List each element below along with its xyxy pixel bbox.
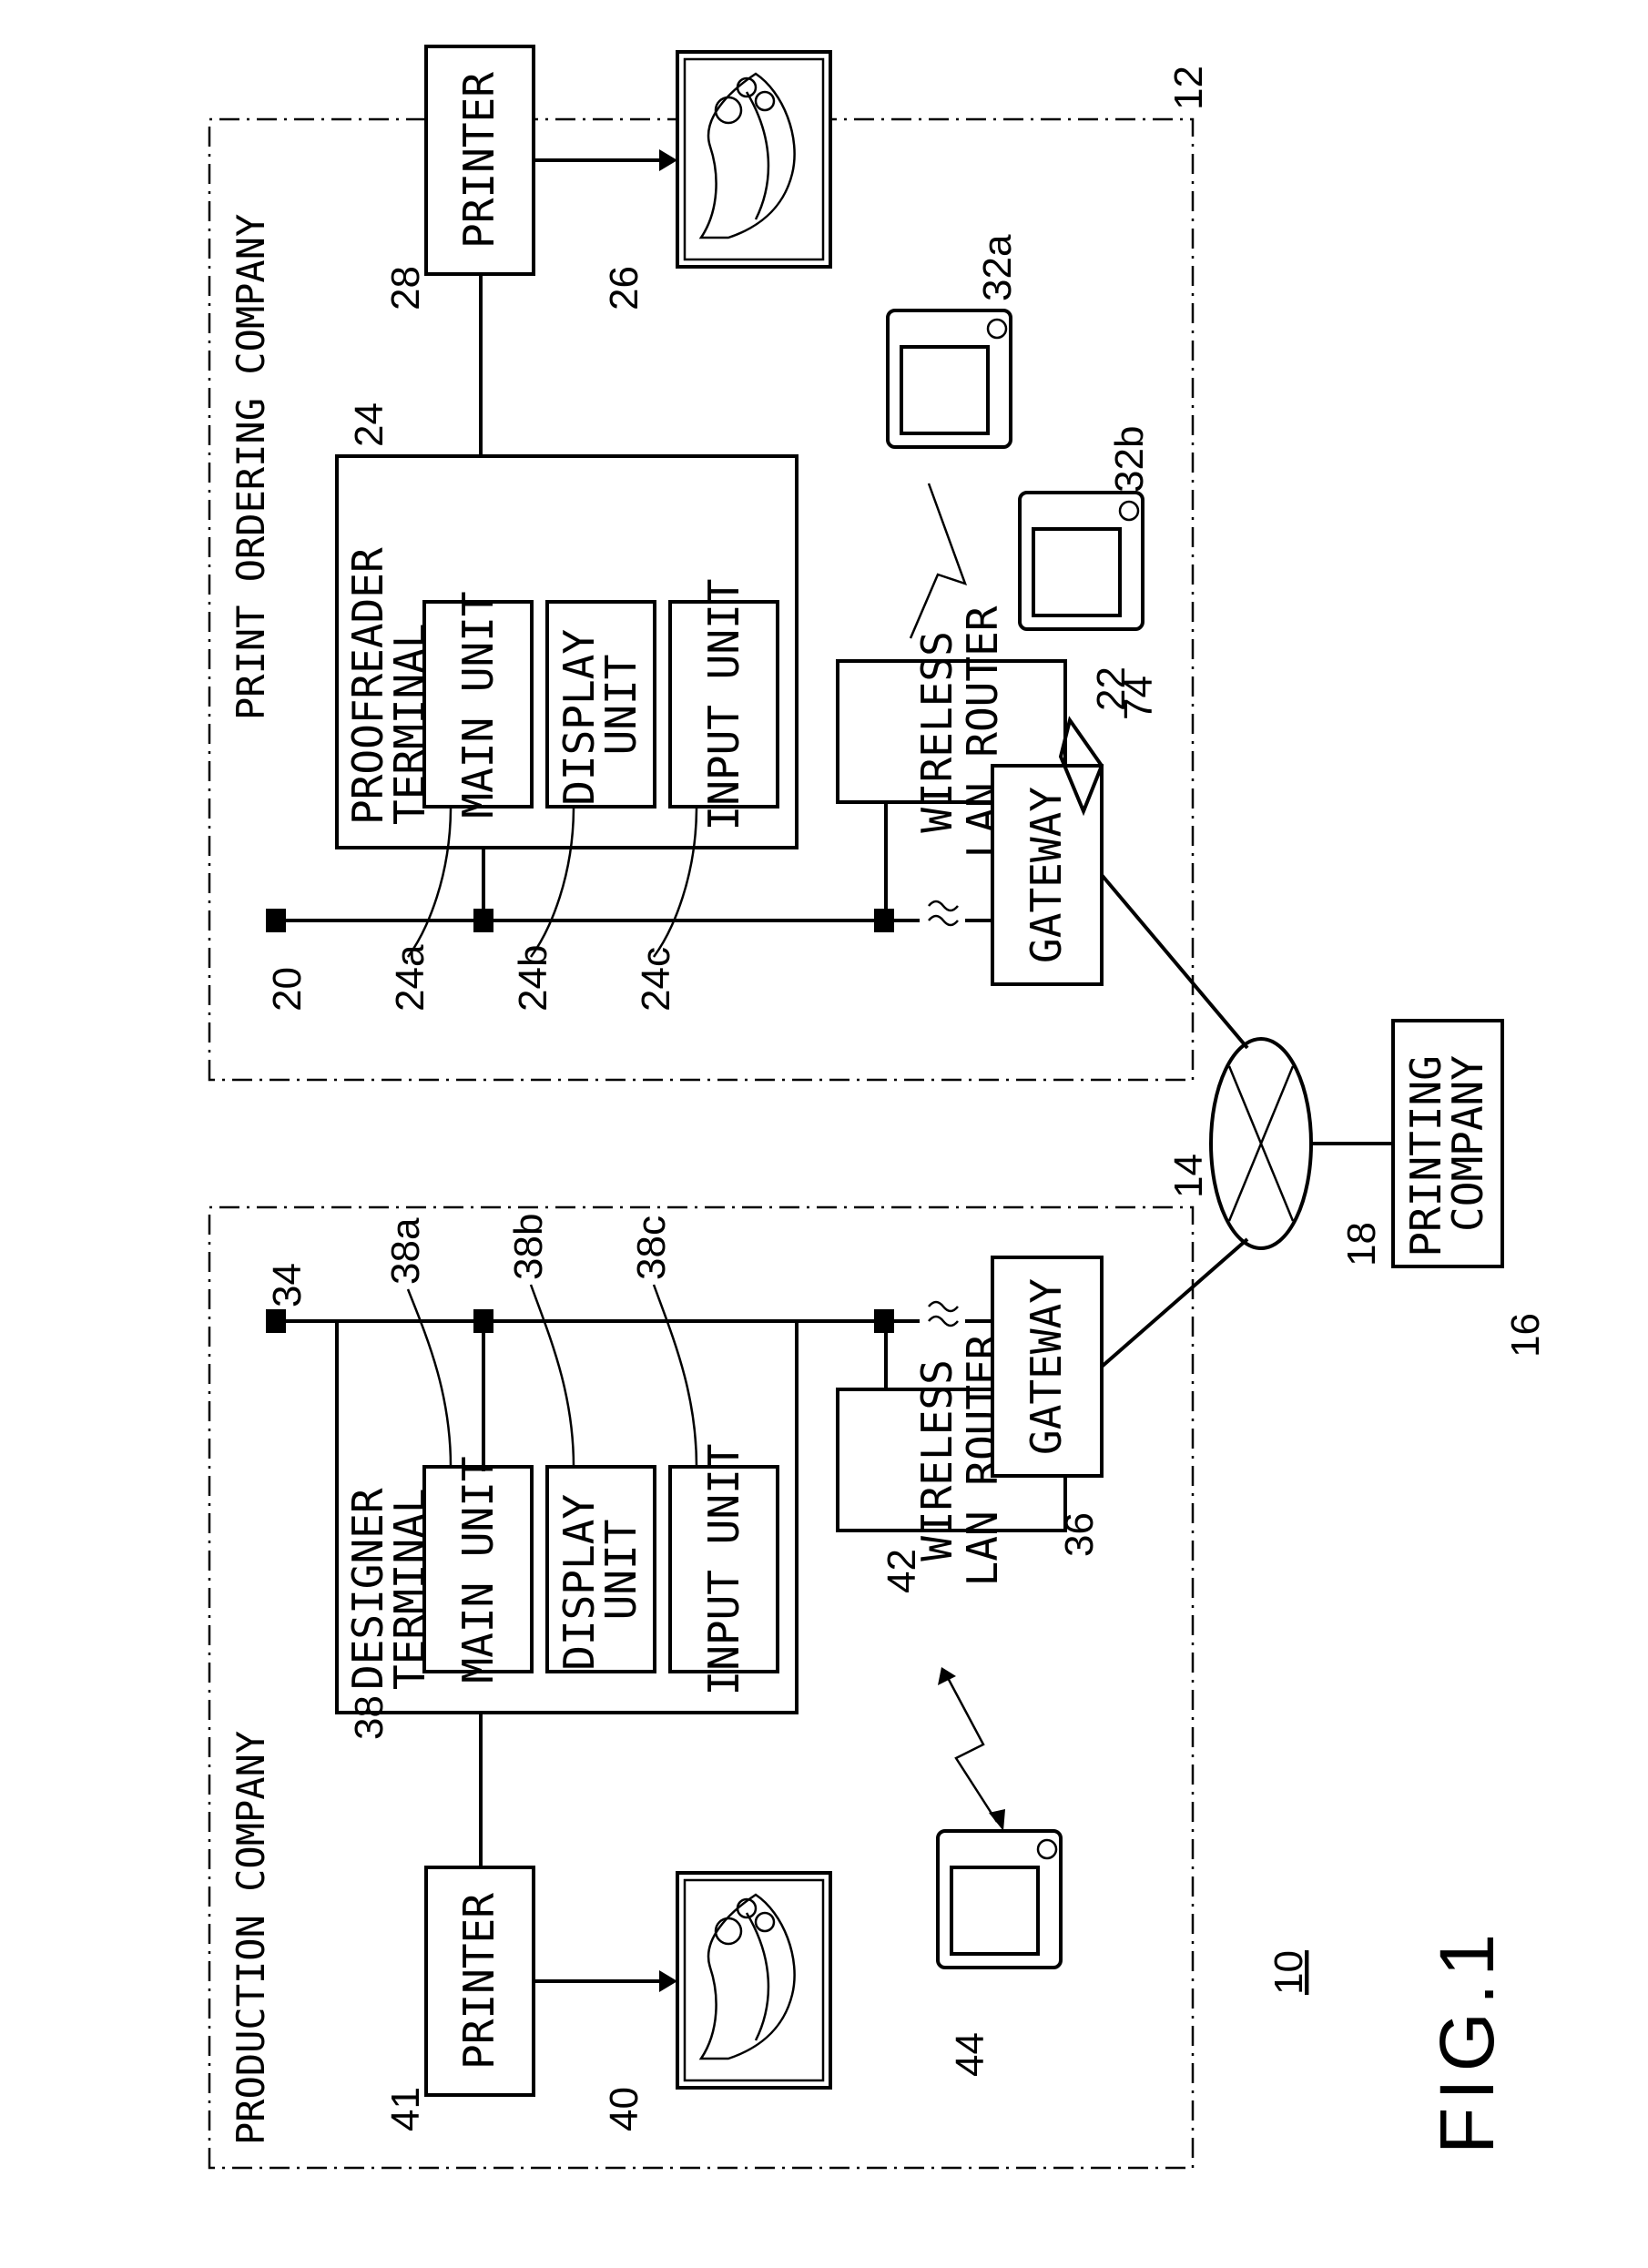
designer-main-unit-ref: 38a [383, 1217, 428, 1285]
designer-terminal-ref: 38 [347, 1695, 392, 1740]
proofreader-main-unit-label: MAIN UNIT [453, 591, 503, 818]
production-bus-break-2 [929, 1302, 958, 1311]
printer-28-label: PRINTER [454, 72, 504, 249]
ordering-bus-terminator-left [266, 909, 286, 932]
tablet-32a-wireless-link [910, 483, 965, 638]
figure-title: FIG.1 [1424, 1927, 1510, 2154]
printer-28-ref: 28 [383, 266, 428, 310]
tablet-44-screen [951, 1867, 1038, 1954]
printer-41-ref: 41 [383, 2087, 428, 2131]
print-ordering-bus-ref: 20 [265, 967, 310, 1012]
designer-display-unit-ref: 38b [506, 1214, 551, 1280]
production-router-ref: 42 [880, 1549, 924, 1593]
ordering-bus-node-terminal [473, 909, 493, 932]
production-company-label: PRODUCTION COMPANY [229, 1731, 273, 2145]
production-bus-break-1 [929, 1317, 958, 1326]
designer-terminal-label: DESIGNER TERMINAL [343, 1463, 434, 1690]
production-gateway-label: GATEWAY [1022, 1278, 1071, 1455]
print-26-ref: 26 [602, 266, 646, 310]
tablet-32b-ref: 32b [1107, 426, 1152, 493]
production-gateway-ref: 36 [1057, 1512, 1102, 1557]
tablet-32b-screen [1033, 529, 1120, 615]
ordering-gateway-to-network [1102, 875, 1247, 1048]
stylus-ref: 74 [1116, 676, 1161, 720]
proofreader-input-unit-label: INPUT UNIT [699, 579, 748, 831]
tablet-44-link-arrow-b [938, 1667, 956, 1685]
print-ordering-company-label: PRINT ORDERING COMPANY [229, 214, 273, 720]
production-company-ref: 14 [1166, 1154, 1211, 1198]
production-bus-terminator-left [266, 1309, 286, 1333]
production-gateway-to-network [1102, 1239, 1247, 1367]
proofreader-terminal-ref: 24 [347, 402, 392, 447]
designer-main-unit-label: MAIN UNIT [453, 1456, 503, 1683]
ordering-bus-break-2 [929, 901, 958, 910]
tablet-44-wireless-link [947, 1676, 997, 1822]
printer-41-arrowhead [659, 1970, 677, 1992]
printing-company-ref: 16 [1503, 1313, 1548, 1358]
ordering-bus-break-1 [929, 916, 958, 925]
tablet-32a-ref: 32a [975, 234, 1020, 301]
designer-input-unit-ref: 38c [629, 1215, 674, 1280]
production-bus-node-router [874, 1309, 894, 1333]
ordering-gateway-label: GATEWAY [1022, 787, 1071, 963]
network-ref: 18 [1339, 1222, 1384, 1266]
ordering-router-label: WIRELESS [912, 631, 961, 833]
printing-company-label: PRINTING COMPANY [1401, 1030, 1492, 1256]
production-bus-ref: 34 [265, 1263, 310, 1307]
print-ordering-company-ref: 12 [1166, 66, 1211, 110]
designer-input-unit-label: INPUT UNIT [699, 1444, 748, 1696]
tablet-32a-screen [901, 347, 988, 433]
printer-28-arrowhead [659, 149, 677, 171]
proofreader-input-unit-ref: 24c [634, 947, 678, 1012]
tablet-44-ref: 44 [948, 2032, 992, 2077]
production-router-label: WIRELESS [912, 1359, 961, 1561]
tablet-44-link-arrow-a [989, 1809, 1005, 1831]
production-bus-node-terminal [473, 1309, 493, 1333]
printer-41-label: PRINTER [454, 1893, 504, 2070]
system-ref: 10 [1267, 1950, 1311, 1995]
ordering-bus-node-router [874, 909, 894, 932]
print-40-ref: 40 [602, 2087, 646, 2131]
